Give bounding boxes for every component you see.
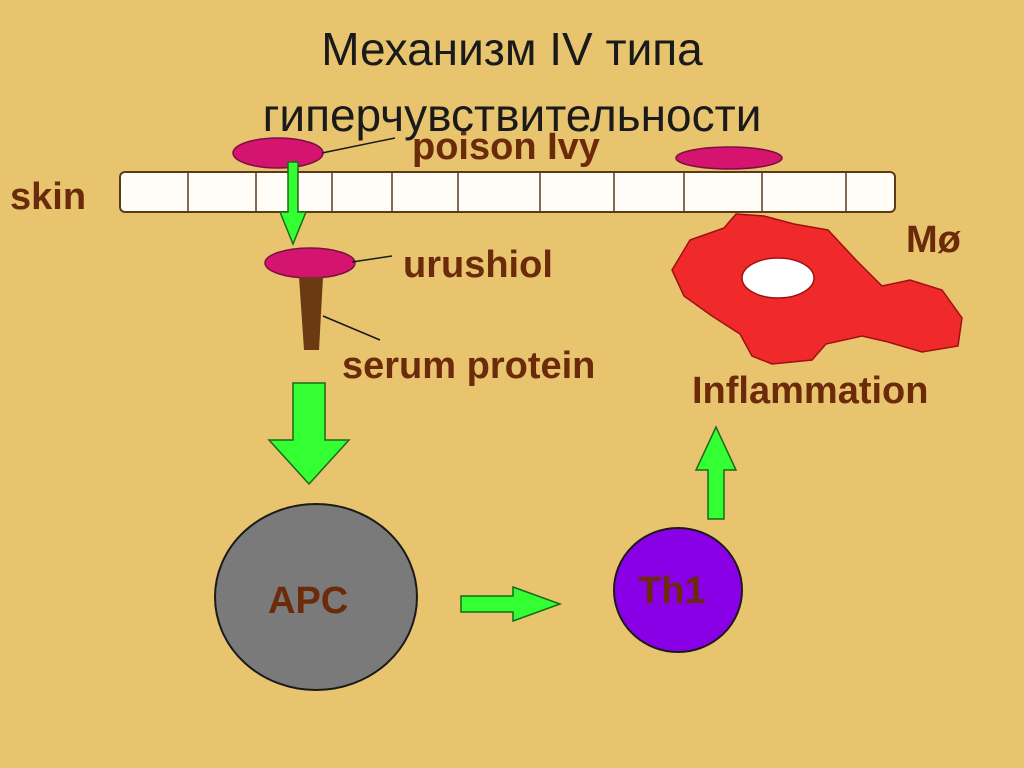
poison-ivy-molecule-left bbox=[232, 137, 324, 169]
poison-ivy-pointer bbox=[321, 137, 396, 154]
title-line-1: Механизм IV типа bbox=[321, 23, 703, 75]
macrophage-label: Mø bbox=[906, 219, 961, 261]
serum-protein-shape bbox=[299, 277, 323, 350]
poison-ivy-label: poison Ivy bbox=[412, 126, 600, 168]
title-line-2: гиперчувствительности bbox=[262, 89, 762, 141]
serum-protein-label: serum protein bbox=[342, 345, 596, 387]
serum-protein-pointer bbox=[322, 315, 381, 341]
arrow-to-apc bbox=[267, 382, 351, 486]
urushiol-pointer bbox=[351, 255, 393, 263]
apc-label: APC bbox=[268, 580, 349, 622]
th1-cell bbox=[613, 527, 743, 653]
urushiol-label: urushiol bbox=[403, 244, 553, 286]
arrow-to-inflammation bbox=[694, 425, 738, 520]
skin-layer bbox=[119, 171, 896, 213]
macrophage-cell bbox=[671, 213, 963, 365]
poison-ivy-molecule-right bbox=[675, 146, 783, 170]
urushiol-molecule bbox=[264, 247, 356, 279]
skin-label: skin bbox=[10, 176, 87, 218]
inflammation-label: Inflammation bbox=[692, 370, 929, 412]
penetration-arrow bbox=[278, 161, 308, 246]
macrophage-nucleus bbox=[741, 257, 815, 299]
th1-label: Th1 bbox=[638, 570, 706, 612]
arrow-to-th1 bbox=[460, 585, 563, 623]
skin-strip bbox=[119, 171, 896, 213]
apc-cell bbox=[214, 503, 418, 691]
